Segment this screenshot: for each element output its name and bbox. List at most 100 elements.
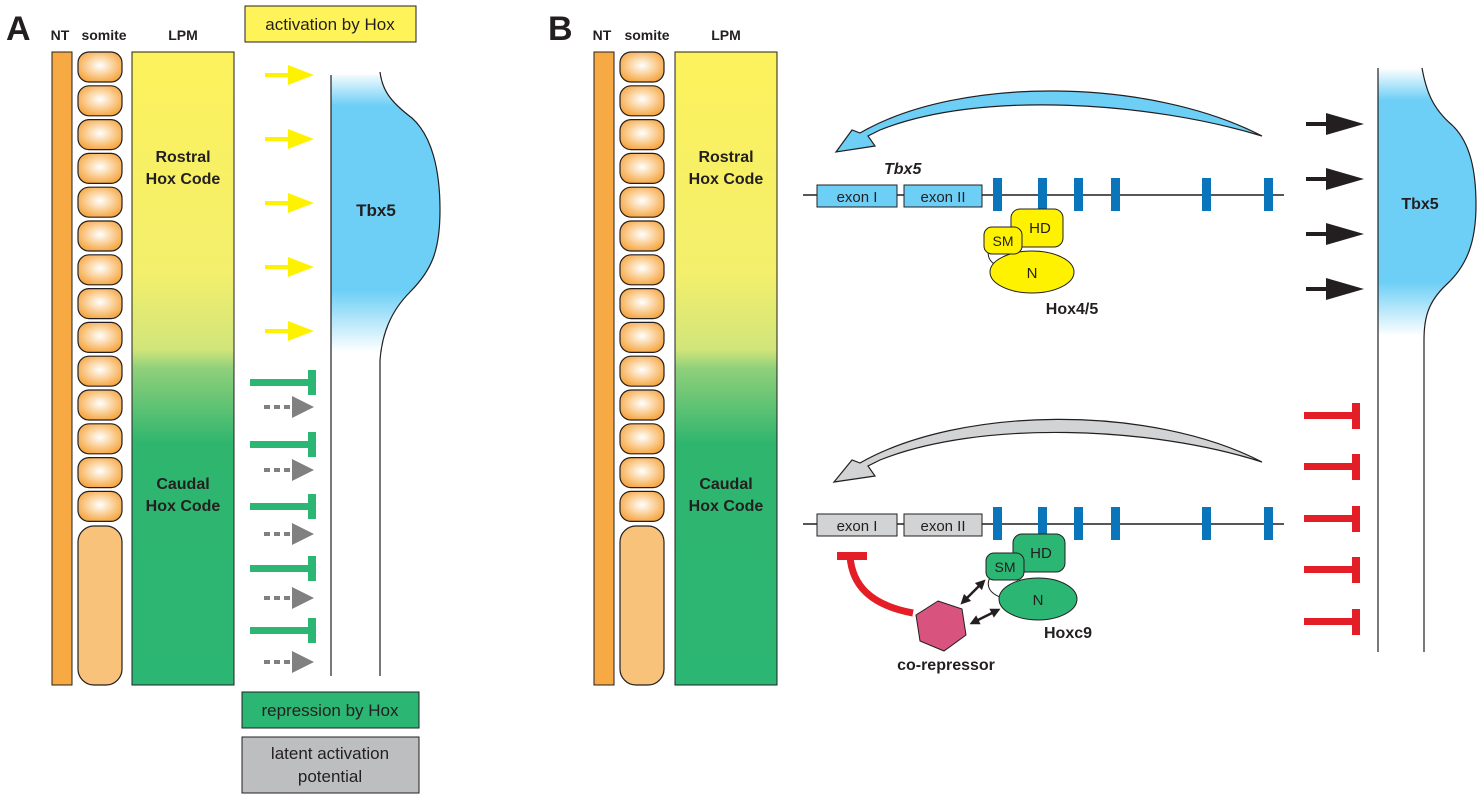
repression-bar [1304,557,1360,583]
column-label-lpm: LPM [711,27,741,43]
caudal-label-line1: Caudal [699,476,752,493]
somite [77,423,123,455]
repression-bar [1304,403,1360,429]
red-repression-bars [1304,403,1360,635]
column-label-lpm: LPM [168,27,198,43]
enhancer-element [1038,507,1047,540]
somite [77,355,123,387]
exon-1-box [816,184,898,208]
activation-arrow [265,193,314,213]
somite [619,355,665,387]
neural-tube [51,51,73,686]
latent-arrow [264,523,314,545]
legend-latent-label-line2: potential [298,767,362,786]
repression-bar [1304,454,1360,480]
somite [77,152,123,184]
rostral-label-line2: Hox Code [689,171,764,188]
enhancer-element [1111,178,1120,211]
latent-arrow [264,651,314,673]
exon-2-label: exon II [920,189,965,206]
panel-a: A NT somite LPM Rostral Hox Code Caudal … [6,5,441,794]
interaction-arrow [969,608,1001,625]
enhancer-element [1074,178,1083,211]
n-domain [989,250,1075,294]
curved-latent-arrow [832,418,1263,483]
hox45-protein: N HD SM Hox4/5 [983,208,1099,318]
caudal-label-line2: Hox Code [689,498,764,515]
hox45-label: Hox4/5 [1046,301,1099,318]
legend-latent-label-line1: latent activation [271,744,389,763]
sm-domain [985,552,1025,581]
somite [77,457,123,489]
enhancer-element [1074,507,1083,540]
legend-repression-box [241,691,420,729]
activation-arrow [1306,168,1364,190]
presomitic-mesoderm [619,525,665,686]
somite [619,288,665,320]
corepressor-label: co-repressor [897,657,995,674]
legend-activation-box [244,5,417,43]
somite [77,51,123,83]
sm-domain [983,226,1023,255]
latent-arrow [264,396,314,418]
activation-arrow [1306,223,1364,245]
latent-arrow [264,459,314,481]
somite [619,118,665,151]
presomitic-mesoderm [77,525,123,686]
repression-bar [1304,506,1360,532]
somite [619,321,665,353]
somite [619,457,665,489]
enhancer-element [1202,507,1211,540]
somite [77,321,123,353]
legend-activation-label: activation by Hox [265,15,395,34]
repression-bar [250,618,316,643]
hd-domain-label: HD [1030,545,1052,562]
column-label-nt: NT [593,27,612,43]
activation-arrow [265,65,314,85]
lpm-column [674,51,778,686]
enhancer-element [1038,178,1047,211]
enhancer-element [1264,178,1273,211]
column-label-somite: somite [624,27,669,43]
somite [77,118,123,151]
enhancer-element [1111,507,1120,540]
rostral-label-line2: Hox Code [146,171,221,188]
exon-2-box [903,184,983,208]
exon-1-label: exon I [837,189,878,206]
activation-arrow [265,321,314,341]
somite [619,85,665,117]
somite [619,220,665,252]
panel-a-letter: A [6,10,31,48]
repression-bar [1304,609,1360,635]
somite [619,389,665,421]
legend-latent-box [241,736,420,794]
corepressor-inhibition [837,552,914,617]
column-label-somite: somite [81,27,126,43]
rostral-label-line1: Rostral [698,149,753,166]
activation-arrow [265,257,314,277]
n-domain-label: N [1033,592,1044,609]
somite [619,254,665,286]
somite [619,51,665,83]
somite [77,490,123,522]
repression-symbols [250,370,316,643]
activation-arrows [265,65,314,341]
somite [77,254,123,286]
exon-2-box [903,513,983,537]
somite-column [77,51,123,522]
panel-b-letter: B [548,10,573,48]
somite [77,186,123,218]
enhancer-elements [993,178,1273,211]
legend-repression-label: repression by Hox [261,701,399,720]
somite [619,186,665,218]
exon-2-label: exon II [920,518,965,535]
somite [77,220,123,252]
somite [619,423,665,455]
enhancer-element [1202,178,1211,211]
somite [619,152,665,184]
activation-arrow [1306,278,1364,300]
exon-1-label: exon I [837,518,878,535]
column-label-nt: NT [51,27,70,43]
neural-tube [593,51,615,686]
repression-bar [250,556,316,581]
